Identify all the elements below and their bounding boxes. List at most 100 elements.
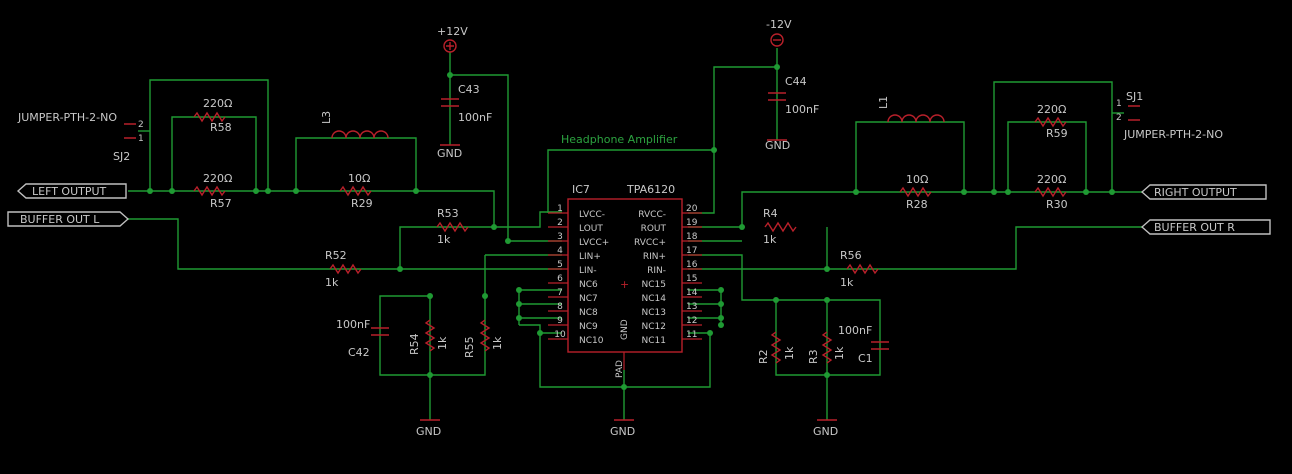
svg-text:C43: C43 [458,83,480,96]
ic7-tpa6120: IC7 TPA6120 + GND PAD 1LVCC-2LOUT3LVCC+4… [548,183,702,378]
svg-text:1: 1 [138,134,144,144]
svg-text:1k: 1k [783,346,796,360]
pin-number: 18 [686,232,698,242]
inductor-l3: L3 [320,111,389,139]
port-buffer-out-l[interactable]: BUFFER OUT L [7,211,130,227]
pin-name: NC8 [579,308,598,318]
pin-number: 3 [557,232,563,242]
pin-name: NC7 [579,294,598,304]
svg-text:JUMPER-PTH-2-NO: JUMPER-PTH-2-NO [17,111,117,124]
svg-text:10Ω: 10Ω [348,172,370,185]
svg-text:R59: R59 [1046,127,1068,140]
svg-text:10Ω: 10Ω [906,173,928,186]
svg-text:SJ2: SJ2 [113,150,130,163]
capacitor-c43: C43 100nF [441,83,492,124]
pin-number: 10 [554,330,566,340]
svg-text:1k: 1k [763,233,777,246]
pin-number: 14 [686,288,698,298]
svg-text:1: 1 [1116,99,1122,109]
svg-text:SJ1: SJ1 [1126,90,1143,103]
pin-number: 11 [686,330,697,340]
pin-name: RVCC+ [634,238,666,248]
pin-name: RIN- [647,266,666,276]
pin-number: 1 [557,204,563,214]
power-minus12v: -12V [766,18,792,47]
pin-number: 9 [557,316,563,326]
pin-number: 8 [557,302,563,312]
port-left-output[interactable]: LEFT OUTPUT [16,183,127,199]
pin-name: LVCC- [579,210,605,220]
gnd-label: GND [416,425,441,438]
pin-name: RIN+ [643,252,666,262]
svg-text:220Ω: 220Ω [203,97,232,110]
svg-text:1k: 1k [491,336,504,350]
pin-number: 19 [686,218,698,228]
pin-name: NC12 [642,322,666,332]
pin-number: 20 [686,204,698,214]
gnd-label: GND [610,425,635,438]
svg-text:C42: C42 [348,346,370,359]
svg-text:GND: GND [620,319,630,340]
pin-name: ROUT [641,224,667,234]
pin-name: NC10 [579,336,604,346]
svg-text:R4: R4 [763,207,778,220]
pin-number: 17 [686,246,697,256]
ic-left-pins: 1LVCC-2LOUT3LVCC+4LIN+5LIN-6NC67NC78NC89… [548,204,609,346]
port-buffer-out-r[interactable]: BUFFER OUT R [1140,219,1271,235]
power-plus12v: +12V [437,25,468,53]
resistor-r3: R3 1k [807,331,846,364]
svg-text:1k: 1k [436,336,449,350]
svg-text:JUMPER-PTH-2-NO: JUMPER-PTH-2-NO [1123,128,1223,141]
pin-name: NC14 [642,294,667,304]
pin-name: LVCC+ [579,238,609,248]
pin-number: 2 [557,218,563,228]
pin-number: 5 [557,260,563,270]
svg-text:L3: L3 [320,111,333,124]
port-label: BUFFER OUT L [20,213,100,226]
port-label: BUFFER OUT R [1154,221,1235,234]
svg-text:L1: L1 [877,96,890,109]
svg-text:C1: C1 [858,352,873,365]
svg-text:1k: 1k [325,276,339,289]
svg-text:100nF: 100nF [336,318,370,331]
svg-text:R29: R29 [351,197,373,210]
pin-number: 4 [557,246,563,256]
gnd-label: GND [813,425,838,438]
pin-number: 13 [686,302,697,312]
ic-ref: IC7 [572,183,590,196]
ic-part: TPA6120 [626,183,675,196]
pin-name: LOUT [579,224,603,234]
pin-name: NC9 [579,322,598,332]
svg-text:100nF: 100nF [785,103,819,116]
svg-text:R57: R57 [210,197,232,210]
pin-name: RVCC- [638,210,666,220]
power-label: -12V [766,18,792,31]
svg-text:R54: R54 [408,333,421,355]
power-label: +12V [437,25,468,38]
svg-text:1k: 1k [833,346,846,360]
capacitor-c42: 100nF C42 [336,318,389,359]
port-right-output[interactable]: RIGHT OUTPUT [1140,184,1267,200]
svg-text:R52: R52 [325,249,347,262]
svg-text:R30: R30 [1046,198,1068,211]
capacitor-c1: 100nF C1 [838,324,889,365]
pin-name: LIN- [579,266,597,276]
resistor-r52: R52 1k [325,249,362,289]
pin-name: NC13 [642,308,666,318]
svg-text:1k: 1k [840,276,854,289]
